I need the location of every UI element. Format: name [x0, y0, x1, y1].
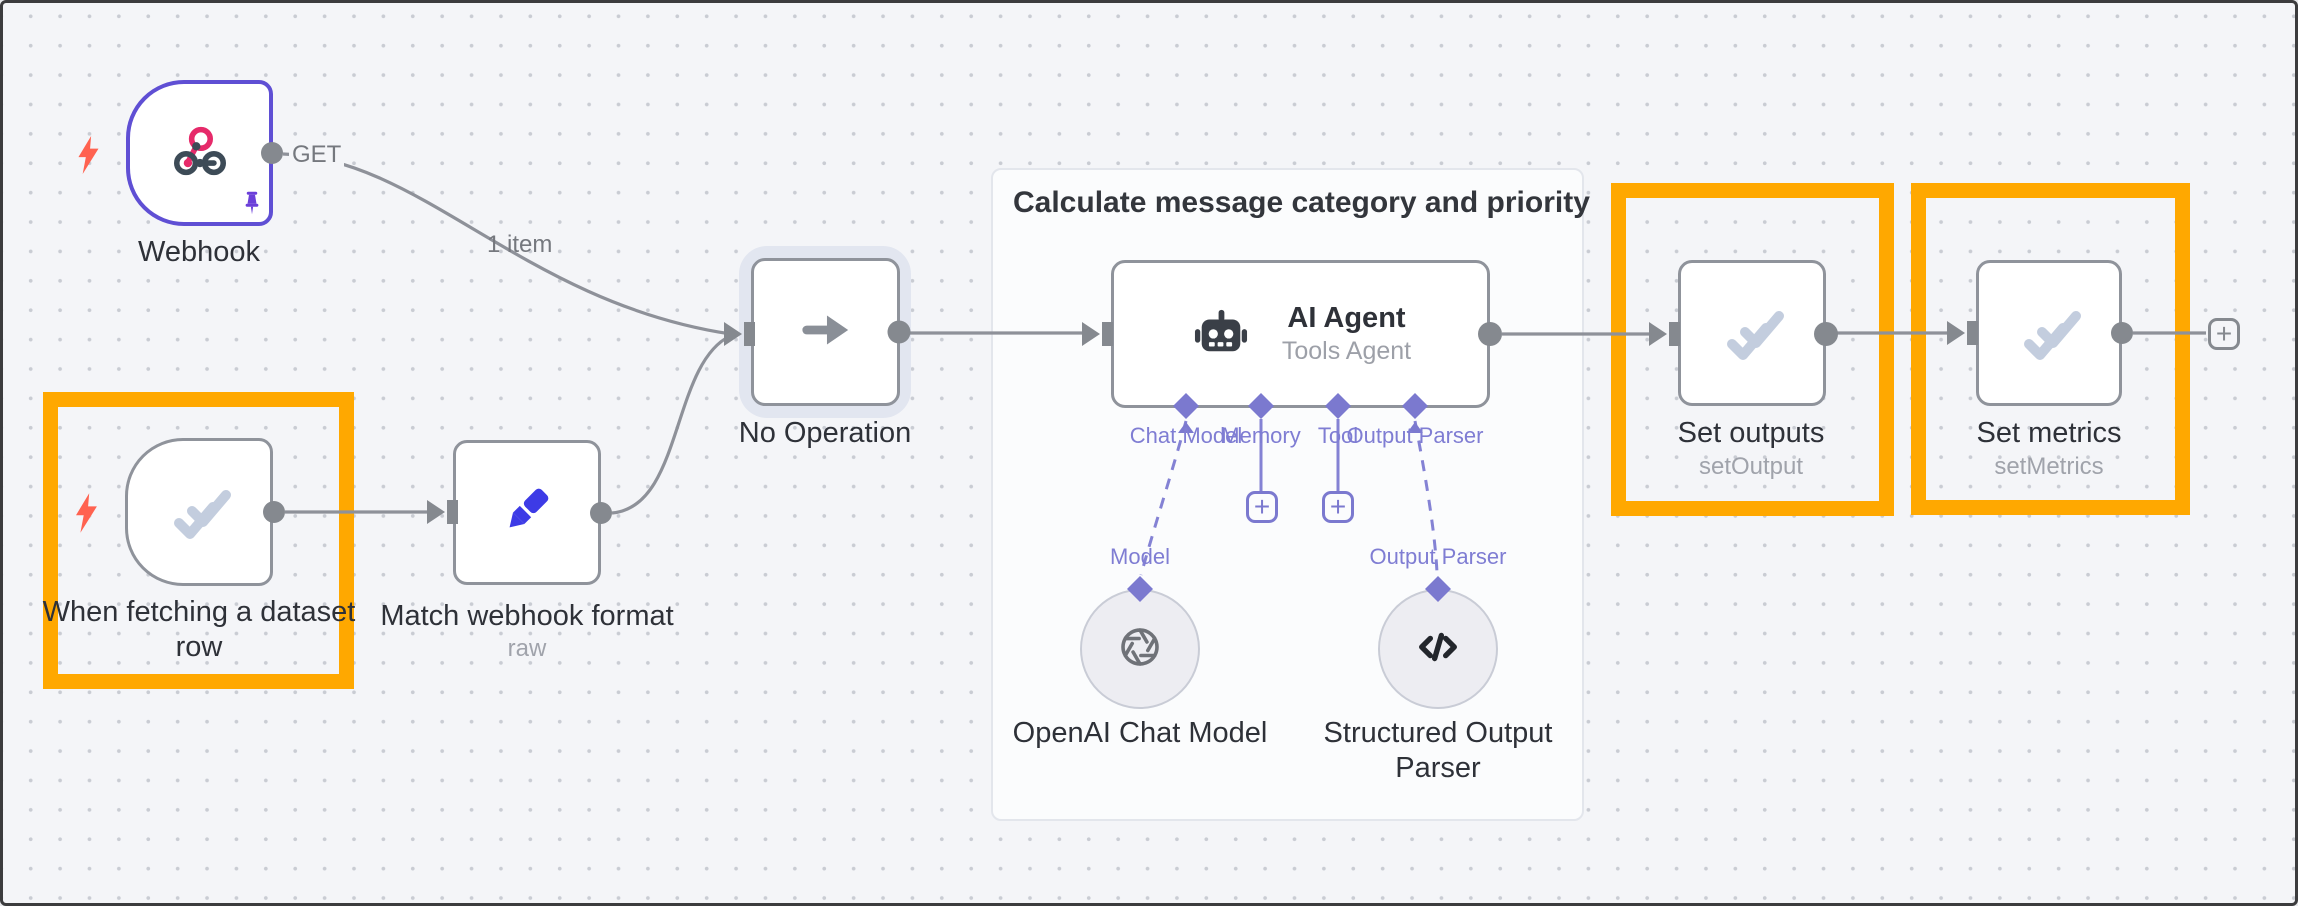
ai-agent-title: AI Agent: [1287, 302, 1406, 334]
match-format-label: Match webhook format: [380, 600, 674, 632]
set-outputs-label: Set outputs: [1677, 417, 1825, 449]
add-next-node-button[interactable]: +: [2208, 318, 2240, 350]
highlight-box-set-metrics: [1911, 183, 2190, 515]
set-metrics-label: Set metrics: [1976, 417, 2122, 449]
double-check-icon: [2016, 299, 2082, 368]
webhook-method-label: GET: [289, 141, 345, 169]
port-label-memory: Memory: [1221, 423, 1301, 448]
ai-agent-subtitle: Tools Agent: [1281, 337, 1412, 365]
pencil-icon: [497, 480, 557, 545]
connection-match-to-noop[interactable]: [611, 334, 731, 515]
node-structured-output-parser[interactable]: [1378, 589, 1498, 709]
webhook-label: Webhook: [138, 236, 260, 268]
webhook-icon: [173, 125, 226, 182]
connection-items-label: 1 item: [487, 231, 553, 258]
highlight-box-when-fetching: [43, 392, 354, 689]
double-check-icon: [1719, 299, 1785, 368]
trigger-lightning-icon: [78, 136, 100, 179]
port-label-model: Model: [1110, 544, 1170, 569]
double-check-icon: [166, 478, 232, 547]
robot-icon: [1190, 305, 1252, 364]
node-set-outputs[interactable]: [1678, 260, 1826, 406]
group-title: Calculate message category and priority: [1013, 186, 1590, 219]
match-format-subtitle: raw: [507, 635, 547, 662]
code-icon: [1415, 624, 1461, 675]
openai-label: OpenAI Chat Model: [1012, 717, 1268, 749]
node-when-fetching-dataset-row[interactable]: [125, 438, 273, 586]
structured-output-parser-label: Structured Output Parser: [1323, 717, 1553, 784]
node-match-webhook-format[interactable]: [453, 440, 601, 585]
plus-icon: +: [1329, 491, 1347, 522]
set-outputs-subtitle: setOutput: [1698, 453, 1804, 480]
arrow-right-icon: [799, 303, 853, 362]
noop-label: No Operation: [738, 417, 912, 449]
plus-icon: +: [1253, 491, 1271, 522]
highlight-box-set-outputs: [1611, 183, 1894, 516]
trigger-lightning-icon: [76, 492, 98, 539]
add-memory-button[interactable]: +: [1246, 491, 1278, 523]
openai-icon: [1116, 623, 1164, 676]
plus-icon: +: [2215, 318, 2233, 349]
node-ai-agent[interactable]: AI Agent Tools Agent: [1111, 260, 1490, 408]
node-no-operation[interactable]: [751, 258, 900, 406]
port-label-output-parser-sub: Output Parser: [1369, 544, 1507, 569]
when-fetching-label: When fetching a dataset row: [42, 596, 356, 663]
set-metrics-subtitle: setMetrics: [1994, 453, 2104, 480]
pin-icon: [243, 190, 261, 221]
add-tool-button[interactable]: +: [1322, 491, 1354, 523]
node-openai-chat-model[interactable]: [1080, 589, 1200, 709]
port-label-output-parser: Output Parser: [1346, 423, 1484, 448]
node-set-metrics[interactable]: [1976, 260, 2122, 406]
